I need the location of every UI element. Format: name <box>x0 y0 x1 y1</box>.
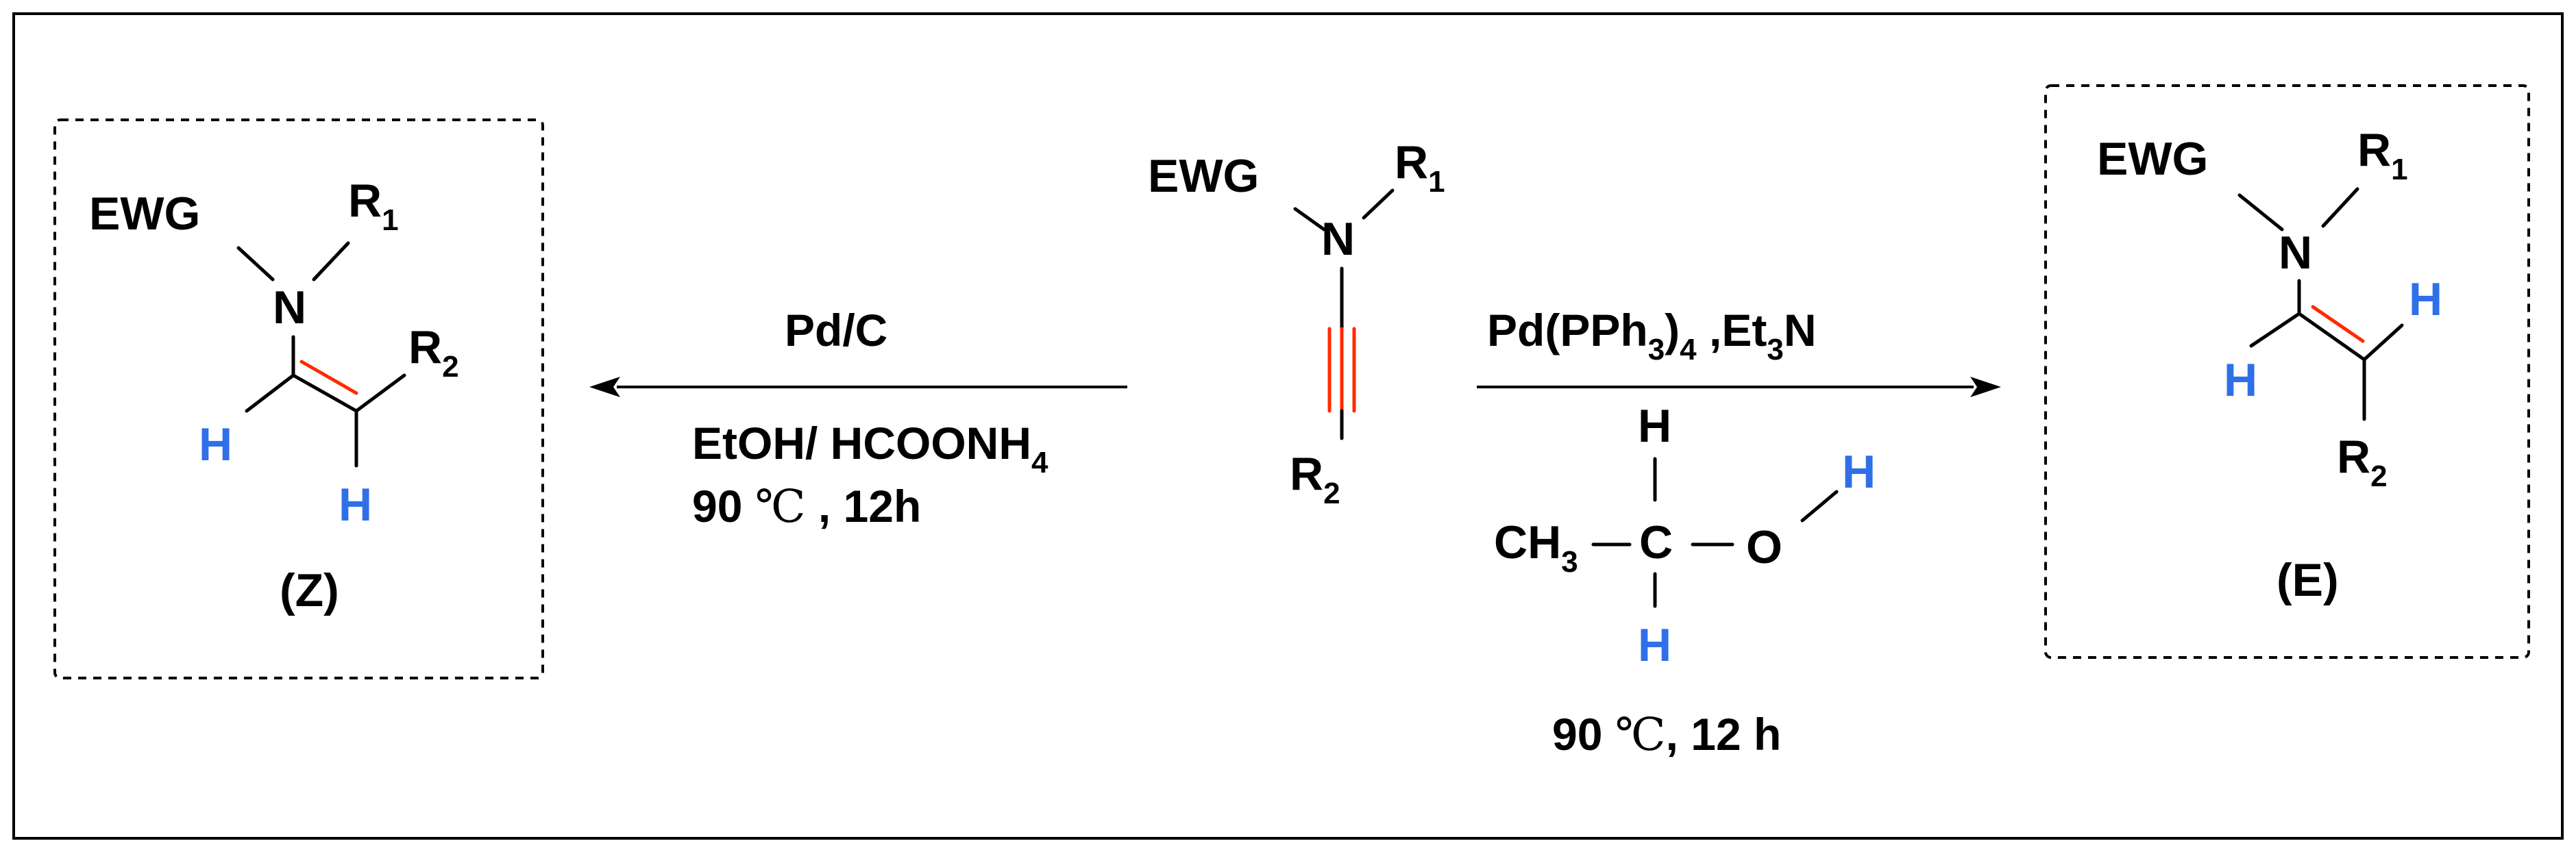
left-bond-c1-h <box>245 373 295 413</box>
right-r2-label: R2 <box>2337 431 2388 493</box>
right-arrowhead <box>1970 377 2001 397</box>
center-r1-label: R1 <box>1395 136 1445 199</box>
ethanol-h-top: H <box>1638 400 1671 452</box>
left-bond-c2-r2 <box>354 373 406 413</box>
right-bond-c1-c2 <box>2297 312 2366 362</box>
center-n-label: N <box>1321 213 1355 265</box>
left-h1-label: H <box>199 418 232 471</box>
right-product-e: EWG R1 N H H R2 (E) <box>2044 84 2530 659</box>
center-bond-n-r1 <box>1362 188 1395 220</box>
center-r2-label: R2 <box>1290 448 1340 510</box>
left-h2-label: H <box>339 479 372 531</box>
right-product-descriptor: (E) <box>2277 554 2339 606</box>
left-bond-n-r1 <box>312 241 350 281</box>
left-condition-solvent: EtOH/ HCOONH4 <box>692 418 1048 479</box>
right-reaction-arrow: Pd(PPh3)4 ,Et3N H CH3 C O H H 90 ℃, 12 h <box>1477 305 2001 761</box>
left-reaction-arrow: Pd/C EtOH/ HCOONH4 90 ℃ , 12h <box>589 305 1127 533</box>
ethanol-h-oh: H <box>1842 446 1876 498</box>
left-product-z: EWG R1 N R2 H H (Z) <box>53 118 544 679</box>
right-bond-c2-h <box>2362 323 2404 362</box>
left-condition-catalyst: Pd/C <box>785 305 887 355</box>
ethanol-ch3: CH3 <box>1494 516 1578 579</box>
right-r1-label: R1 <box>2357 124 2408 186</box>
left-product-descriptor: (Z) <box>280 564 339 616</box>
right-h2-label: H <box>2409 273 2442 325</box>
center-bond-ewg-n <box>1293 207 1326 231</box>
right-product-box <box>2044 84 2530 659</box>
right-n-label: N <box>2279 227 2312 279</box>
right-h1-label: H <box>2224 354 2257 406</box>
right-bond-c1-h <box>2249 312 2301 348</box>
ethanol-h-bottom: H <box>1638 619 1671 671</box>
left-condition-temperature: 90 ℃ , 12h <box>692 480 921 533</box>
left-n-label: N <box>273 281 306 334</box>
left-bond-ewg-n <box>236 246 275 281</box>
right-condition-catalyst: Pd(PPh3)4 ,Et3N <box>1487 305 1816 366</box>
ethanol-bond-o-h <box>1800 490 1839 523</box>
right-ewg-label: EWG <box>2097 133 2208 185</box>
left-product-box <box>53 118 544 679</box>
right-bond-ewg-n <box>2237 193 2284 231</box>
left-bond-c1-c2 <box>291 373 358 413</box>
ethanol-c: C <box>1639 516 1673 568</box>
outer-frame <box>12 12 2564 840</box>
left-r2-label: R2 <box>408 321 459 384</box>
right-condition-temperature: 90 ℃, 12 h <box>1552 708 1781 761</box>
ethanol-o: O <box>1746 521 1782 573</box>
left-r1-label: R1 <box>348 175 399 237</box>
left-ewg-label: EWG <box>89 188 200 240</box>
left-double-bond <box>299 360 358 395</box>
left-arrowhead <box>589 377 620 397</box>
ethanol-hydrogen-donor: H CH3 C O H H <box>1494 400 1876 671</box>
starting-ynamide: EWG R1 N R2 <box>1148 136 1445 510</box>
right-bond-n-r1 <box>2321 187 2359 228</box>
right-double-bond <box>2311 305 2365 343</box>
center-ewg-label: EWG <box>1148 150 1259 202</box>
